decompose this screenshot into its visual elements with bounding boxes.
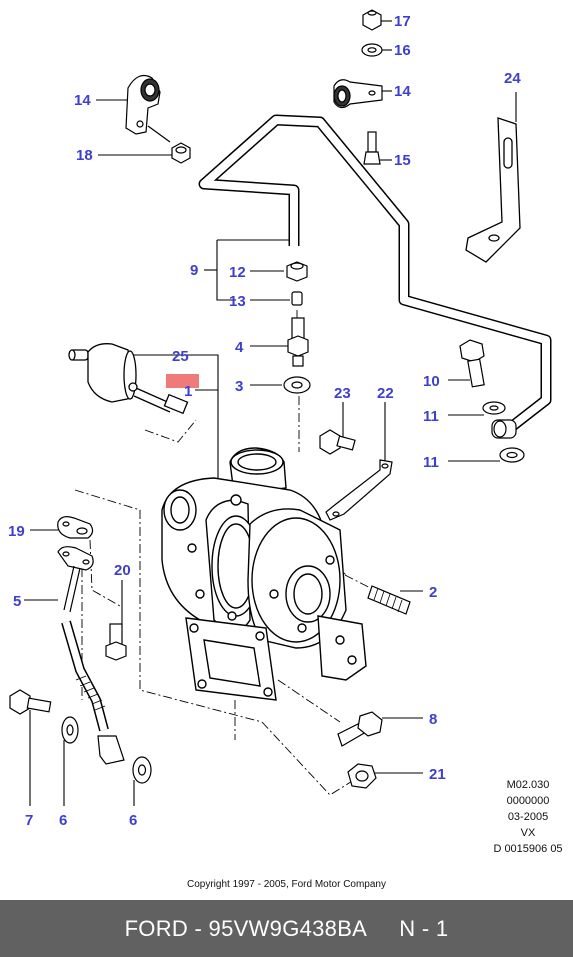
- callout-11-lower: 11: [423, 454, 439, 471]
- part-6-washer-left: [61, 716, 79, 744]
- part-1-highlight: [166, 374, 199, 388]
- part-11-washer-lower: [499, 447, 525, 463]
- part-6-washer-right: [132, 756, 152, 784]
- part-14-clamp-right: [333, 79, 383, 109]
- callout-4: 4: [235, 339, 244, 356]
- ref-line-2: 0000000: [507, 795, 550, 807]
- part-14-clamp-left: [125, 75, 171, 143]
- footer-item: N - 1: [399, 915, 449, 941]
- part-8-bolt: [337, 711, 383, 747]
- callout-11-upper: 11: [423, 408, 439, 425]
- ref-line-1: M02.030: [507, 779, 550, 791]
- callout-14-left: 14: [74, 92, 91, 109]
- callout-3: 3: [235, 378, 243, 395]
- footer-brand: FORD: [124, 915, 189, 941]
- turbocharger-exploded-diagram: 17 16 14 15 24 14 18 9 12 13 25 4 1 3 10…: [8, 9, 563, 855]
- callout-7: 7: [25, 812, 33, 829]
- callout-5: 5: [13, 593, 21, 610]
- ref-line-5: D 0015906 05: [493, 843, 562, 855]
- callout-19: 19: [8, 523, 25, 540]
- callout-24: 24: [504, 70, 521, 87]
- footer-separator: -: [188, 915, 209, 941]
- part-18-nut: [171, 142, 191, 164]
- callout-15: 15: [394, 152, 411, 169]
- part-19-gasket: [57, 516, 94, 539]
- part-21-nut: [347, 763, 377, 789]
- diagram-reference-info: M02.030 0000000 03-2005 VX D 0015906 05: [493, 779, 562, 855]
- part-9-oil-pipe: [198, 114, 552, 433]
- part-12-union-nut: [286, 261, 308, 282]
- part-15-bolt: [363, 131, 381, 165]
- callout-6-left: 6: [59, 812, 67, 829]
- part-1-turbocharger: [161, 447, 367, 701]
- callout-23: 23: [334, 385, 351, 402]
- part-23-bolt: [319, 429, 356, 455]
- callout-9: 9: [190, 262, 198, 279]
- part-17-nut: [362, 9, 382, 31]
- ref-line-3: 03-2005: [508, 811, 548, 823]
- callout-12: 12: [229, 264, 246, 281]
- part-4-union: [287, 317, 309, 367]
- callout-2: 2: [429, 584, 437, 601]
- callout-10: 10: [423, 373, 440, 390]
- part-13-olive: [291, 291, 303, 306]
- callout-6-right: 6: [129, 812, 137, 829]
- footer-part-number: 95VW9G438BA: [208, 915, 368, 941]
- part-10-bolt: [459, 339, 485, 388]
- part-24-bracket: [465, 117, 521, 263]
- leader-lines: [24, 20, 517, 806]
- callout-25: 25: [172, 348, 189, 365]
- part-3-washer: [283, 376, 311, 394]
- callout-18: 18: [76, 147, 93, 164]
- ref-line-4: VX: [521, 827, 536, 839]
- part-5-oil-feed-pipe: [57, 546, 125, 765]
- callout-1: 1: [184, 383, 192, 400]
- callout-16: 16: [394, 42, 411, 59]
- callout-14-right: 14: [394, 83, 411, 100]
- copyright-notice: Copyright 1997 - 2005, Ford Motor Compan…: [187, 879, 386, 890]
- callout-8: 8: [429, 711, 437, 728]
- part-7-bolt: [9, 689, 52, 715]
- callout-20: 20: [114, 562, 131, 579]
- part-11-washer-upper: [482, 401, 506, 415]
- pipe-end-fitting: [491, 419, 517, 439]
- callout-17: 17: [394, 13, 411, 30]
- callout-21: 21: [429, 766, 446, 783]
- footer-gap: [367, 916, 399, 942]
- part-20-bolt: [105, 623, 127, 661]
- callout-13: 13: [229, 293, 246, 310]
- part-16-washer: [361, 43, 383, 57]
- footer-bar: FORD - 95VW9G438BA N - 1: [0, 900, 573, 957]
- callout-labels: 17 16 14 15 24 14 18 9 12 13 25 4 1 3 10…: [8, 13, 521, 829]
- callout-22: 22: [377, 385, 394, 402]
- part-2-stud: [367, 585, 411, 615]
- part-22-bracket: [325, 459, 393, 521]
- part-25-wastegate-actuator: [68, 343, 189, 415]
